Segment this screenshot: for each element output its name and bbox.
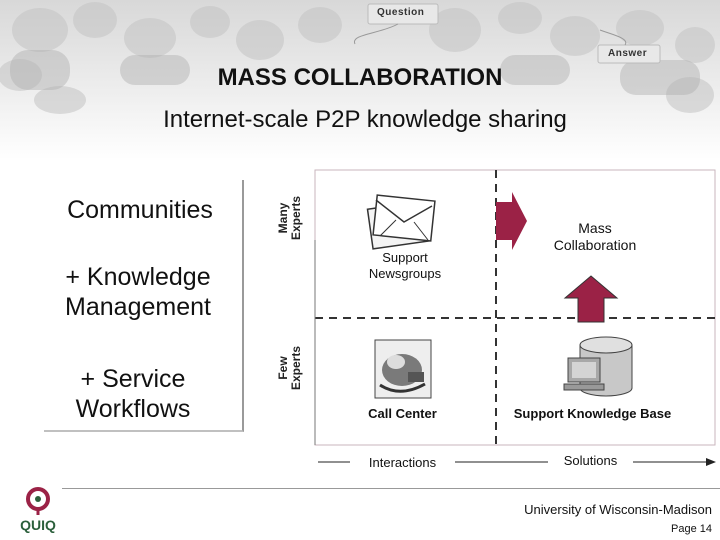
support-newsgroups-line1: Support xyxy=(382,250,428,265)
support-knowledge-base-label: Support Knowledge Base xyxy=(513,406,672,421)
communities-label: Communities xyxy=(67,196,213,224)
support-newsgroups-label: Support Newsgroups xyxy=(340,250,470,282)
x-axis-arrowhead xyxy=(706,458,716,466)
x-axis-solutions-label: Solutions xyxy=(548,453,633,468)
answer-label: Answer xyxy=(608,48,648,59)
mass-collaboration-line1: Mass xyxy=(578,220,612,236)
knowledge-label-line2: Management xyxy=(65,293,211,321)
mass-collaboration-label: Mass Collaboration xyxy=(530,220,660,254)
support-newsgroups-line2: Newsgroups xyxy=(368,266,442,281)
header-banner: Question Answer xyxy=(0,0,720,160)
slide-subtitle: Internet-scale P2P knowledge sharing xyxy=(163,106,567,133)
page-number: Page 14 xyxy=(671,523,712,535)
footer-divider xyxy=(62,488,720,489)
quiq-logo-icon: QUIQ xyxy=(20,487,56,533)
slide-title: MASS COLLABORATION xyxy=(217,64,503,91)
mass-collaboration-line2: Collaboration xyxy=(553,237,637,253)
up-arrow-icon xyxy=(563,275,619,323)
database-computer-icon xyxy=(563,336,633,397)
question-label: Question xyxy=(377,7,425,18)
service-label-line1: + Service xyxy=(80,365,186,393)
right-arrow-icon xyxy=(496,192,527,250)
quiq-logo-text: QUIQ xyxy=(20,517,56,533)
crowd-background-image xyxy=(0,0,720,160)
envelope-icon xyxy=(366,194,436,250)
x-axis-interactions-label: Interactions xyxy=(350,455,455,470)
left-panel xyxy=(44,180,244,432)
university-label: University of Wisconsin-Madison xyxy=(524,502,712,517)
call-center-label: Call Center xyxy=(368,406,437,421)
service-label-line2: Workflows xyxy=(75,395,191,423)
knowledge-label-line1: + Knowledge xyxy=(65,263,211,291)
call-center-phone-icon xyxy=(374,339,432,399)
